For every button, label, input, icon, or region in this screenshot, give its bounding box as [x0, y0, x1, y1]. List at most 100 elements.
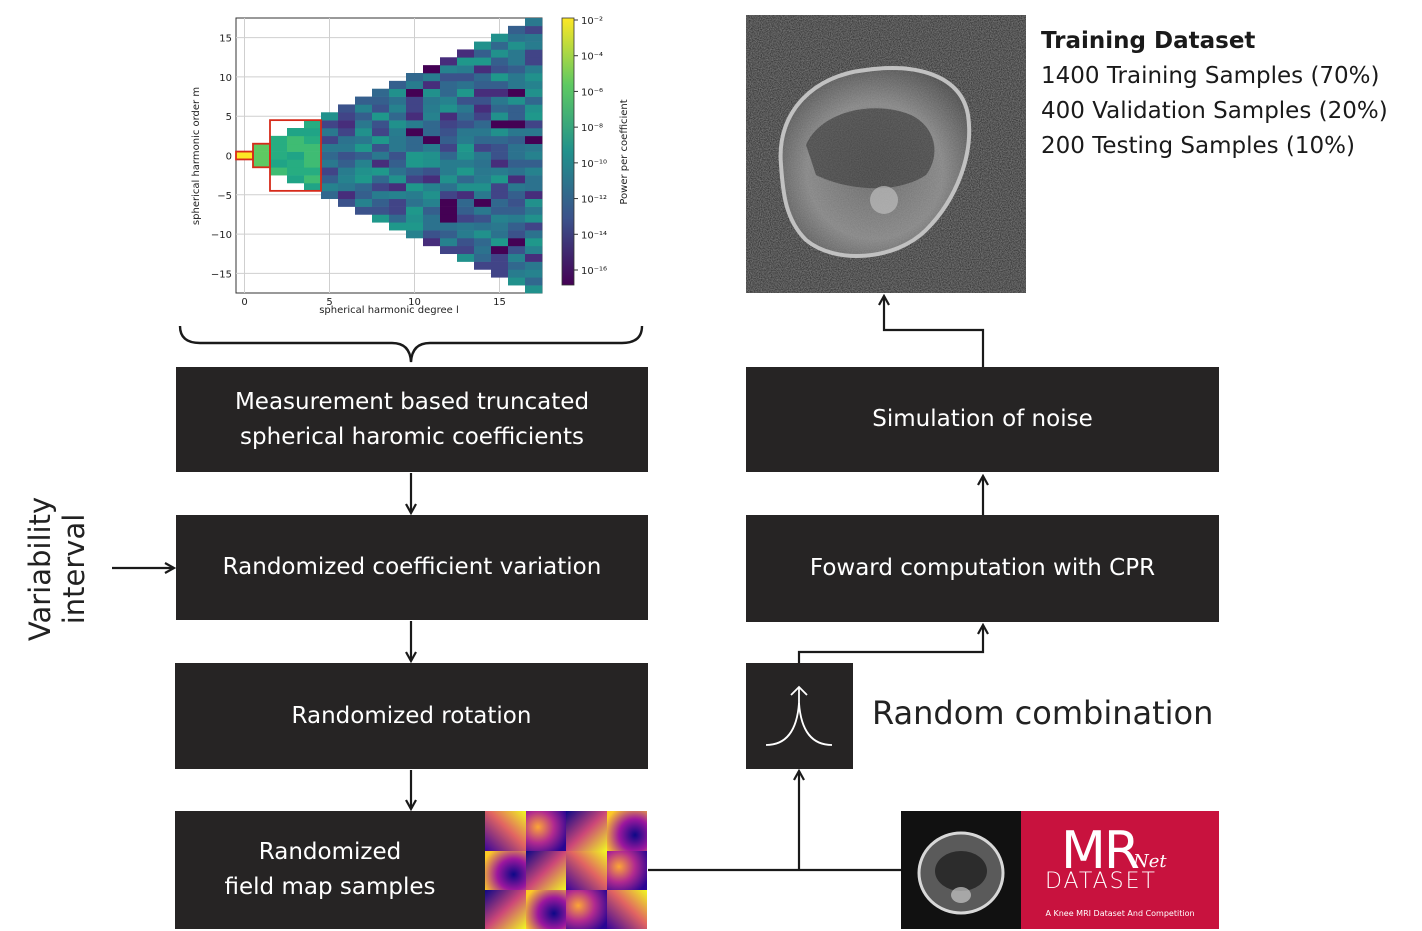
heatmap-cell: [423, 198, 441, 207]
heatmap-cell: [440, 183, 458, 192]
heatmap-cell: [525, 167, 543, 176]
heatmap-cell: [525, 269, 543, 278]
heatmap-cell: [389, 190, 407, 200]
heatmap-cell: [389, 88, 407, 97]
heatmap-cell: [474, 135, 492, 145]
heatmap-cell: [440, 151, 458, 160]
heatmap-cell: [457, 120, 475, 129]
heatmap-cell: [355, 167, 373, 176]
heatmap-cell: [474, 253, 492, 262]
heatmap-cell: [372, 159, 390, 168]
heatmap-cell: [525, 159, 543, 168]
heatmap-cell: [491, 57, 509, 66]
heatmap-cell: [525, 143, 543, 152]
heatmap-cell: [508, 33, 526, 42]
heatmap-cell: [372, 151, 390, 160]
heatmap-cell: [270, 135, 288, 145]
heatmap-cell: [474, 214, 492, 223]
heatmap-cell: [389, 183, 407, 192]
heatmap-cell: [508, 41, 526, 50]
measurement-coefficients-box: Measurement based truncated spherical ha…: [176, 367, 648, 472]
heatmap-cell: [508, 49, 526, 58]
heatmap-cell: [508, 238, 526, 247]
colorbar-tick-label: 10⁻¹⁰: [581, 159, 607, 170]
heatmap-cell: [457, 135, 475, 145]
curly-brace: [178, 325, 644, 363]
heatmap-cell: [457, 65, 475, 74]
merge-icon: [765, 685, 833, 746]
heatmap-cell: [491, 269, 509, 278]
heatmap-cell: [389, 143, 407, 152]
heatmap-cell: [474, 65, 492, 74]
heatmap-cell: [525, 277, 543, 286]
heatmap-cell: [355, 198, 373, 207]
heatmap-cell: [491, 206, 509, 215]
heatmap-cell: [389, 112, 407, 121]
heatmap-cell: [457, 245, 475, 255]
heatmap-cell: [474, 120, 492, 129]
heatmap-cell: [525, 245, 543, 255]
heatmap-cell: [525, 49, 543, 58]
heatmap-cell: [372, 206, 390, 215]
heatmap-cell: [355, 96, 373, 105]
heatmap-cell: [355, 151, 373, 160]
heatmap-cell: [321, 128, 339, 137]
heatmap-cell: [491, 41, 509, 50]
heatmap-cell: [474, 49, 492, 58]
heatmap-cell: [457, 238, 475, 247]
x-tick-label: 10: [408, 297, 421, 308]
forward-computation-box: Foward computation with CPR: [746, 515, 1219, 622]
heatmap-cell: [423, 167, 441, 176]
heatmap-cell: [457, 128, 475, 137]
heatmap-cell: [389, 175, 407, 184]
heatmap-cell: [457, 151, 475, 160]
heatmap-cell: [287, 128, 305, 137]
heatmap-cell: [491, 143, 509, 152]
heatmap-cell: [457, 190, 475, 200]
colorbar-tick-label: 10⁻⁸: [581, 123, 603, 134]
heatmap-cell: [372, 198, 390, 207]
heatmap-cell: [491, 261, 509, 270]
noise-simulation-label: Simulation of noise: [872, 406, 1093, 432]
heatmap-cell: [355, 190, 373, 200]
heatmap-cell: [491, 190, 509, 200]
heatmap-cell: [491, 96, 509, 105]
heatmap-cell: [525, 206, 543, 215]
heatmap-cell: [508, 261, 526, 270]
training-samples-line: 1400 Training Samples (70%): [1041, 63, 1380, 89]
heatmap-cell: [270, 167, 288, 176]
heatmap-cell: [338, 104, 356, 113]
heatmap-cell: [491, 135, 509, 145]
heatmap-cell: [372, 175, 390, 184]
heatmap-cell: [508, 143, 526, 152]
heatmap-cell: [508, 151, 526, 160]
heatmap-cell: [508, 175, 526, 184]
heatmap-cell: [474, 183, 492, 192]
field-map-tile: [607, 811, 647, 851]
heatmap-cell: [338, 120, 356, 129]
heatmap-cell: [355, 128, 373, 137]
heatmap-cell: [338, 151, 356, 160]
heatmap-cell: [406, 206, 424, 215]
heatmap-cell: [491, 167, 509, 176]
y-tick-label: −5: [217, 191, 232, 202]
colorbar-tick-label: 10⁻¹⁶: [581, 266, 607, 277]
rotation-box: Randomized rotation: [175, 663, 648, 769]
rotation-label: Randomized rotation: [291, 702, 532, 729]
heatmap-cell: [423, 151, 441, 160]
heatmap-cell: [423, 88, 441, 97]
heatmap-cell: [338, 112, 356, 121]
random-combination-label: Random combination: [872, 694, 1214, 732]
field-map-tile: [526, 811, 566, 851]
heatmap-cell: [338, 159, 356, 168]
heatmap-cell: [440, 159, 458, 168]
heatmap-cell: [440, 80, 458, 90]
heatmap-cell: [457, 80, 475, 90]
heatmap-cell: [474, 190, 492, 200]
heatmap-cell: [491, 88, 509, 97]
heatmap-cell: [321, 175, 339, 184]
heatmap-cell: [457, 230, 475, 239]
heatmap-cell: [491, 33, 509, 42]
field-map-tile: [485, 851, 526, 890]
